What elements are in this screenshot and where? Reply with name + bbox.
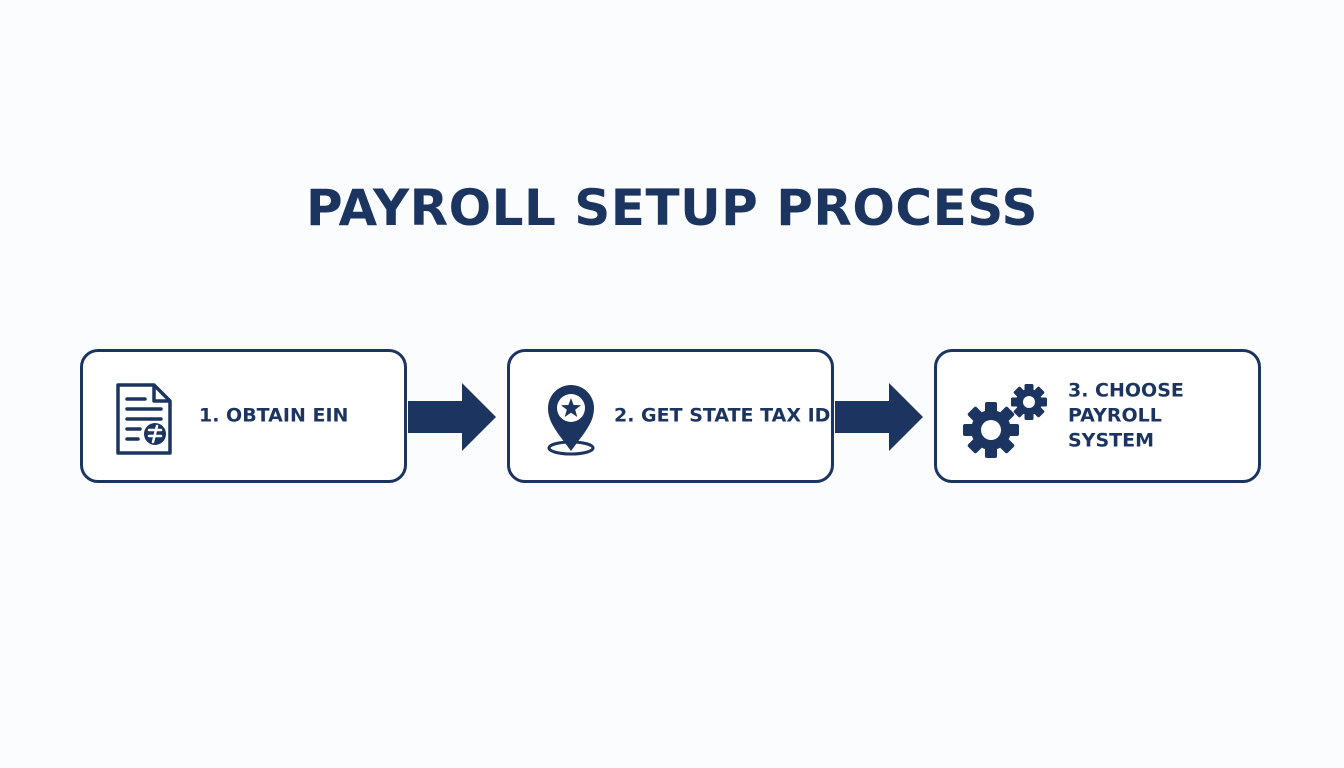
step-label: 3. CHOOSE PAYROLL SYSTEM	[1068, 379, 1184, 452]
step-choose-payroll-system: 3. CHOOSE PAYROLL SYSTEM	[934, 349, 1261, 483]
tax-document-icon	[116, 383, 172, 455]
arrow-right-icon	[408, 383, 496, 451]
step-state-tax-id: 2. GET STATE TAX ID	[507, 349, 834, 483]
arrow-right-icon	[835, 383, 923, 451]
step-obtain-ein: 1. OBTAIN EIN	[80, 349, 407, 483]
step-label: 2. GET STATE TAX ID	[614, 404, 831, 427]
location-pin-star-icon	[547, 385, 595, 456]
step-label: 1. OBTAIN EIN	[199, 404, 349, 427]
page-title: PAYROLL SETUP PROCESS	[305, 179, 1038, 237]
gears-icon	[963, 384, 1047, 458]
